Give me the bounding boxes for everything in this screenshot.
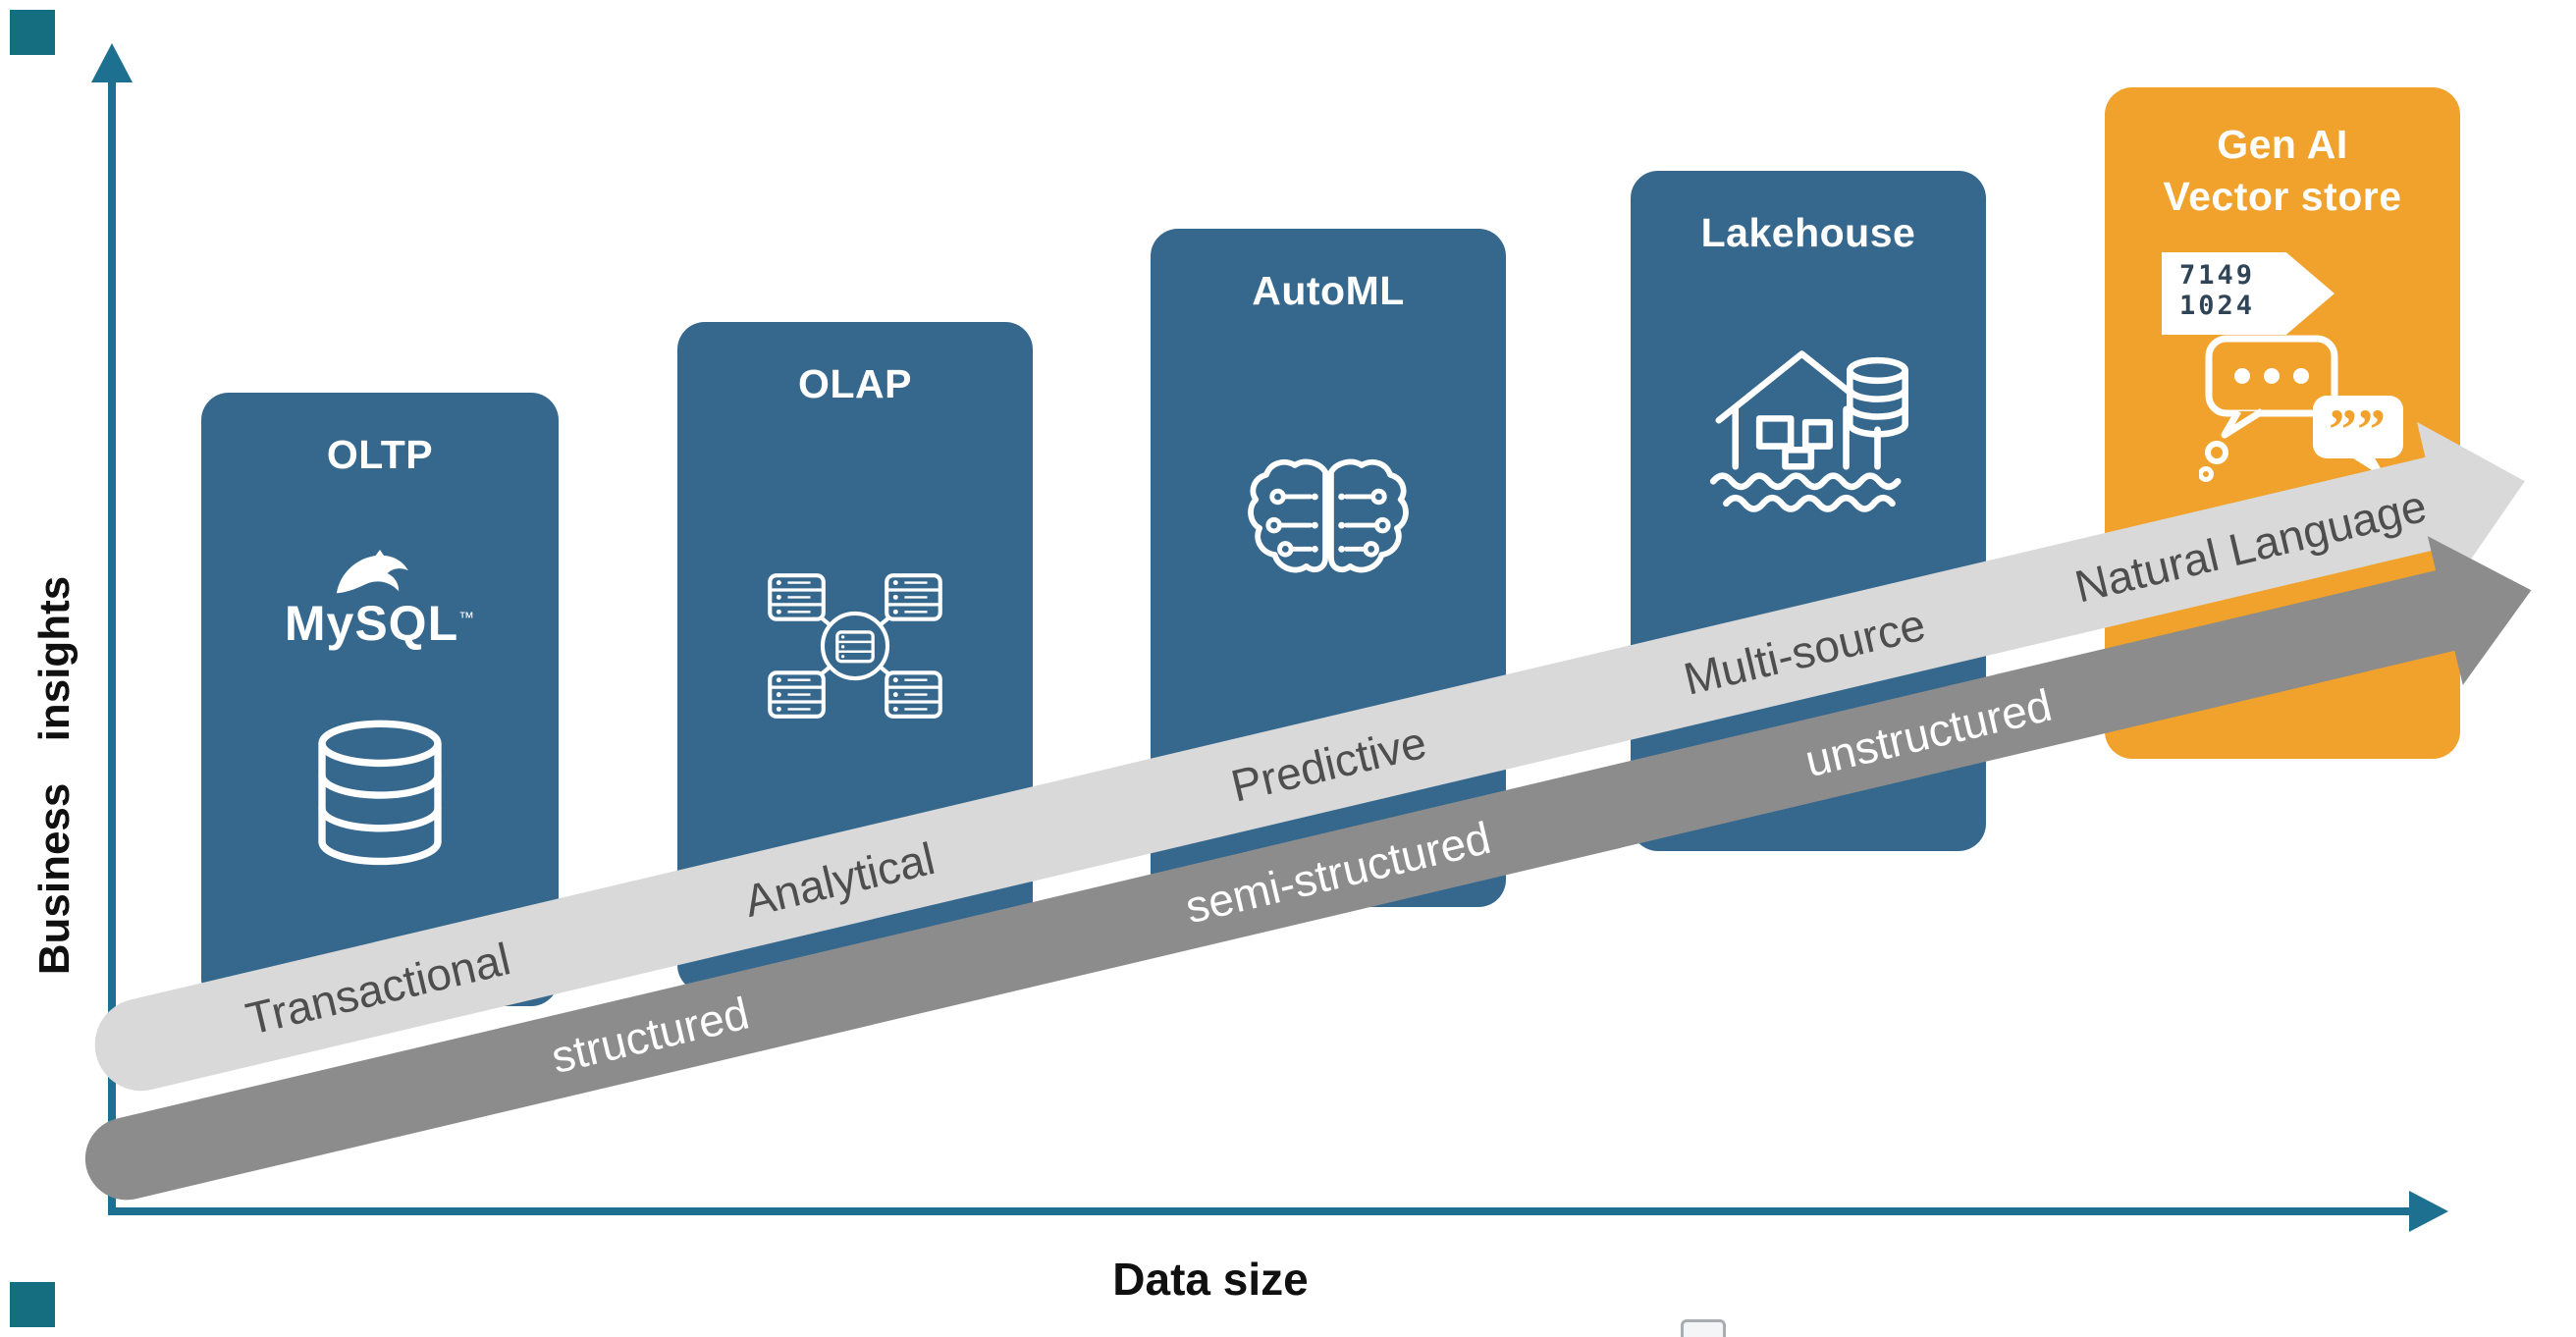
- corner-square-bottom: [10, 1282, 55, 1327]
- card-genai-title-line1: Gen AI: [2217, 122, 2348, 167]
- x-axis-line: [108, 1207, 2411, 1215]
- vector-tag-icon: 7149 1024: [2162, 252, 2334, 335]
- card-oltp: OLTP MySQL™: [201, 393, 559, 1006]
- card-lakehouse-title: Lakehouse: [1700, 210, 1916, 255]
- y-axis-label: Business insights: [30, 575, 79, 976]
- card-automl-title: AutoML: [1252, 268, 1405, 313]
- corner-square-top: [10, 10, 55, 55]
- mysql-logo: MySQL™: [201, 550, 559, 652]
- vector-value-2: 1024: [2179, 291, 2256, 322]
- distributed-servers-icon: [762, 553, 948, 739]
- mysql-dolphin-icon: [336, 550, 408, 594]
- quote-marks-icon: ””: [2329, 398, 2386, 461]
- y-axis-line: [108, 79, 116, 1215]
- vector-value-1: 7149: [2179, 260, 2256, 291]
- database-cylinder-icon: [318, 720, 442, 866]
- lakehouse-house-db-icon: [1709, 350, 1908, 512]
- y-axis-arrowhead-icon: [91, 43, 133, 82]
- brain-circuit-icon: [1248, 458, 1409, 573]
- arrow-label-structured: structured: [546, 987, 754, 1084]
- chat-bubbles-icon: ””: [2199, 335, 2403, 482]
- cropped-image-icon: [1681, 1319, 1726, 1337]
- x-axis-label: Data size: [1112, 1254, 1309, 1305]
- card-olap-title: OLAP: [798, 361, 912, 406]
- card-oltp-title: OLTP: [326, 432, 434, 477]
- card-genai-title-line2: Vector store: [2163, 174, 2402, 220]
- x-axis-arrowhead-icon: [2409, 1191, 2448, 1232]
- mysql-wordmark: MySQL™: [284, 596, 476, 651]
- card-genai-title: Gen AI Vector store: [2105, 119, 2460, 224]
